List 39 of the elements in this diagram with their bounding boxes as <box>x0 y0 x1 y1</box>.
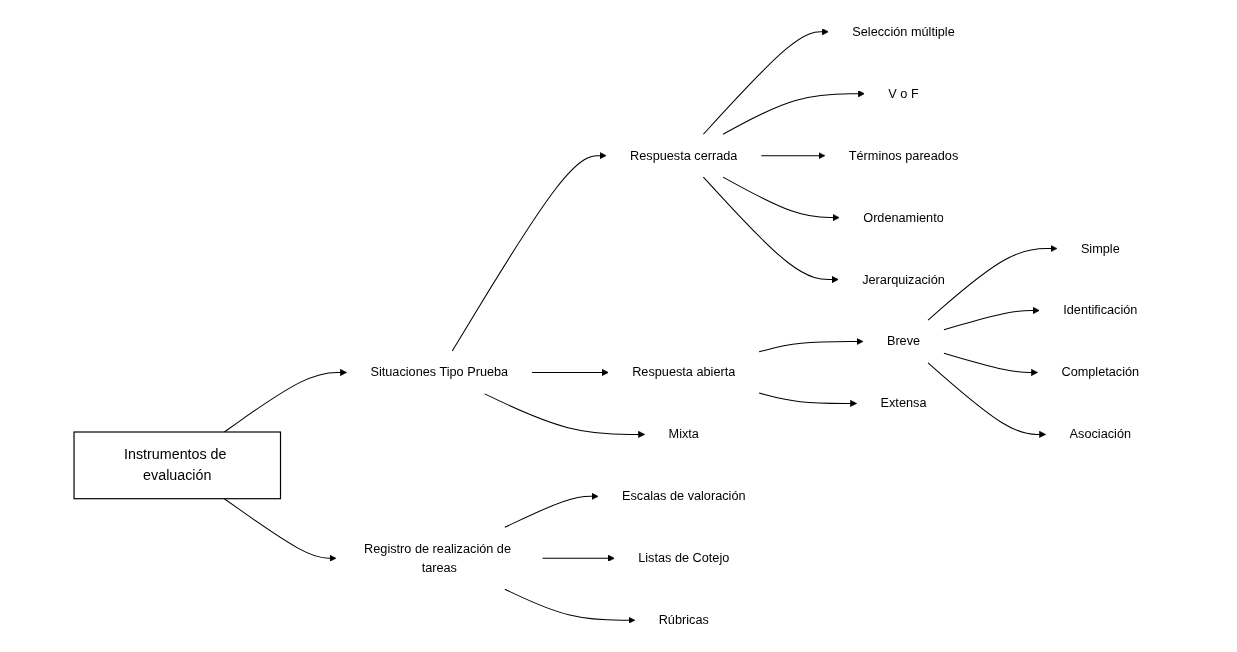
node-text: Listas de Cotejo <box>638 551 730 565</box>
node-text: Simple <box>1080 241 1120 255</box>
arrow <box>223 368 347 433</box>
arrow <box>927 245 1058 321</box>
arrow <box>484 393 646 438</box>
node-text: Registro de realización de tareas <box>364 541 511 575</box>
node-text: Situaciones Tipo Prueba <box>370 365 509 379</box>
arrow <box>943 352 1038 376</box>
node-text: Asociación <box>1069 427 1132 441</box>
node-text: Mixta <box>668 427 699 441</box>
arrow <box>943 307 1040 331</box>
node-text: Respuesta abierta <box>632 365 736 379</box>
node-text: Rúbricas <box>658 613 709 627</box>
arrow <box>451 152 607 352</box>
arrow <box>702 176 839 284</box>
node-text: Respuesta cerrada <box>630 148 738 163</box>
node-text: Breve <box>886 334 921 348</box>
arrow <box>531 368 609 376</box>
arrow <box>722 90 865 135</box>
arrow <box>504 588 636 624</box>
node-text: V o F <box>888 86 919 101</box>
arrow <box>927 362 1047 438</box>
node-text: Ordenamiento <box>863 210 944 224</box>
arrow <box>722 176 840 222</box>
arrow <box>758 338 864 353</box>
arrow <box>504 492 599 528</box>
arrow <box>702 28 829 135</box>
node-text: Jerarquización <box>862 272 945 286</box>
node-box: Instrumentos de evaluación <box>73 431 282 500</box>
arrow <box>760 152 826 160</box>
arrow <box>542 554 615 562</box>
arrow <box>223 498 337 562</box>
node-text: Términos pareados <box>848 148 959 163</box>
node-text: Escalas de valoración <box>621 489 746 503</box>
node-text: Completación <box>1061 365 1140 379</box>
node-text: Selección múltiple <box>852 24 955 39</box>
arrow <box>758 392 858 407</box>
node-text: Identificación <box>1063 303 1138 317</box>
node-text: Extensa <box>880 396 927 410</box>
